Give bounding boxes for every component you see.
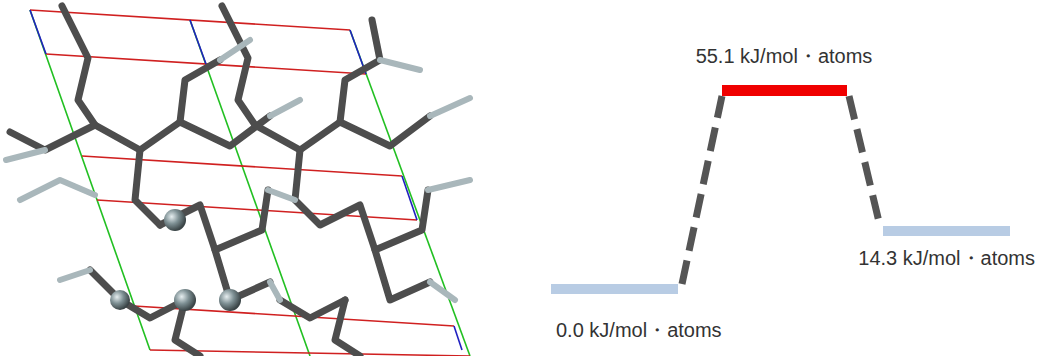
dashed-path (682, 96, 722, 284)
final-level (883, 226, 1010, 236)
atom-network (6, 6, 470, 356)
transition-level (722, 85, 847, 96)
energy-label: 14.3 kJ/mol・atoms (858, 246, 1035, 270)
energy-label: 0.0 kJ/mol・atoms (556, 318, 722, 342)
initial-level (551, 284, 678, 294)
dashed-path (849, 96, 880, 226)
energy-label: 55.1 kJ/mol・atoms (696, 44, 873, 68)
